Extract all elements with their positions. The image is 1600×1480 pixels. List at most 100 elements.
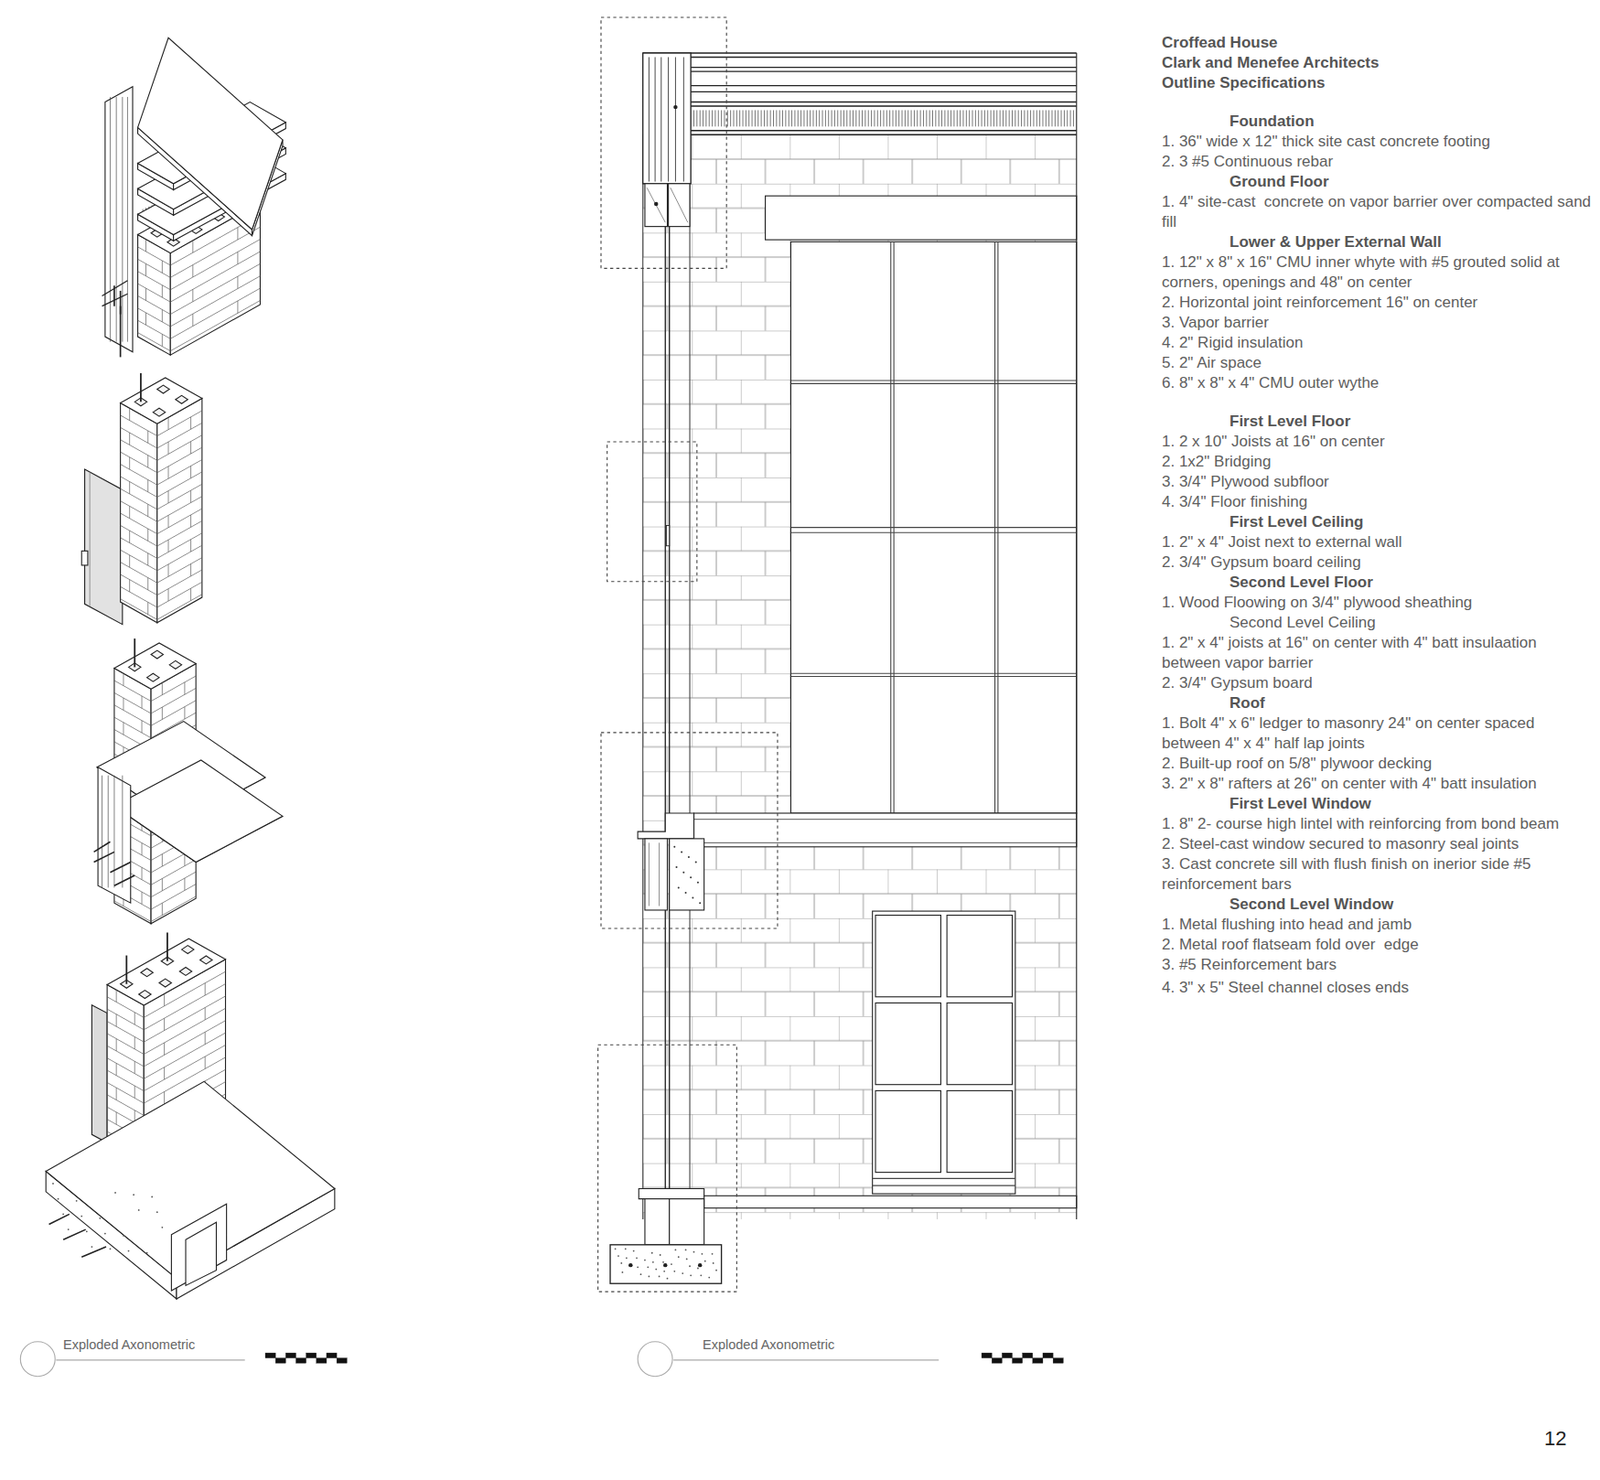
- footing-face: [171, 1203, 226, 1291]
- roof-insulation: [818, 109, 820, 127]
- grout-dots: [685, 891, 688, 894]
- roof-insulation: [932, 109, 934, 127]
- cmu-core: [147, 673, 160, 682]
- concrete-stipple: [677, 1256, 680, 1258]
- spec-heading: First Level Ceiling: [1161, 512, 1594, 533]
- block-joint: [143, 1020, 226, 1067]
- concrete-stipple: [80, 1215, 83, 1218]
- block-joint: [138, 320, 172, 339]
- block-joint: [183, 682, 185, 695]
- parapet-layer: [121, 96, 123, 343]
- block-joint: [161, 682, 163, 695]
- block-joint: [168, 491, 170, 504]
- spec-item: 1. 2" x 4" Joist next to external wall: [1161, 532, 1594, 553]
- block-joint: [170, 239, 260, 290]
- scale-bar: [306, 1353, 317, 1359]
- roof-layer: [643, 91, 1077, 93]
- block-joint: [163, 1092, 165, 1105]
- concrete-stipple: [85, 1230, 88, 1233]
- roof-insulation: [784, 109, 786, 127]
- roof-insulation: [1052, 109, 1053, 127]
- roof-insulation: [846, 109, 848, 127]
- block-joint: [157, 569, 203, 596]
- concrete-stipple: [138, 1209, 140, 1212]
- window-transom: [790, 673, 1076, 675]
- window-lintel: [765, 195, 1077, 240]
- spec-item: 3. 2" x 8" rafters at 26" on center with…: [1161, 773, 1594, 795]
- block-joint: [128, 555, 130, 568]
- block-joint: [161, 333, 163, 346]
- rebar: [697, 1263, 702, 1268]
- caption: Exploded Axonometric: [702, 1337, 835, 1353]
- spec-heading: Lower & Upper External Wall: [1161, 232, 1594, 253]
- ledger: [644, 183, 668, 227]
- concrete-stipple: [715, 1269, 718, 1272]
- block-joint: [157, 460, 203, 486]
- rebar: [658, 842, 660, 906]
- concrete-stipple: [646, 1266, 649, 1268]
- roof-insulation: [855, 109, 857, 127]
- concrete-stipple: [686, 1258, 688, 1261]
- roof-insulation: [834, 109, 836, 127]
- section-marker: [20, 1342, 55, 1377]
- parapet-layer: [109, 96, 111, 343]
- ledger-hatch: [670, 187, 688, 223]
- block-joint: [145, 239, 147, 252]
- joist-line: [101, 775, 103, 889]
- block-joint: [163, 1067, 165, 1080]
- roof-layer: [643, 52, 1077, 54]
- scale-bar: [1052, 1358, 1064, 1364]
- concrete-stipple: [98, 1217, 101, 1220]
- block-joint: [236, 227, 238, 240]
- rebar: [648, 842, 650, 906]
- joist-section: [97, 767, 131, 903]
- roof-insulation: [800, 109, 802, 127]
- block-joint: [190, 417, 192, 430]
- door-pane: [875, 915, 941, 998]
- concrete-stipple: [62, 1213, 65, 1215]
- concrete-stipple: [658, 1276, 661, 1278]
- block-joint: [170, 288, 260, 339]
- concrete-stipple: [681, 1272, 684, 1275]
- concrete-stipple: [636, 1266, 639, 1268]
- roof-insulation: [1063, 109, 1065, 127]
- roof-insulation: [987, 109, 988, 127]
- roof-layer: [643, 56, 1077, 58]
- window-transom: [790, 526, 1076, 528]
- roof-insulation: [944, 109, 945, 127]
- block-joint: [147, 601, 149, 614]
- roof-insulation: [1070, 109, 1072, 127]
- joist-line: [121, 775, 123, 889]
- roof-insulation: [711, 109, 713, 127]
- spec-heading: Ground Floor: [1161, 171, 1594, 193]
- floor-band: [693, 813, 1076, 848]
- window-frame: [89, 472, 91, 606]
- scale-bar: [1032, 1358, 1043, 1364]
- block-joint: [168, 564, 170, 577]
- spec-item: 2. 3/4" Gypsum board: [1161, 673, 1594, 694]
- roof-insulation: [843, 109, 845, 127]
- block-joint: [107, 1009, 144, 1031]
- rebar: [49, 1213, 70, 1225]
- wall-section-line: [668, 226, 670, 1190]
- roof-insulation: [938, 109, 940, 127]
- block-joint: [141, 867, 143, 880]
- concrete-stipple: [648, 1276, 651, 1278]
- concrete-stipple: [708, 1277, 710, 1279]
- block-joint: [204, 1031, 206, 1044]
- concrete-stipple: [701, 1253, 704, 1256]
- spec-item: 2. Built-up roof on 5/8" plywoor decking: [1161, 753, 1594, 774]
- illustration: [20, 17, 1076, 1377]
- bond-beam: [644, 838, 668, 911]
- block-joint: [120, 562, 158, 584]
- wall-tie: [665, 525, 669, 546]
- caption-rule: [55, 1359, 245, 1361]
- concrete-stipple: [675, 1249, 677, 1252]
- block-joint: [141, 696, 143, 709]
- roof-insulation: [929, 109, 931, 127]
- footing-void: [185, 1222, 216, 1286]
- spec-item: 2. 3 #5 Continuous rebar: [1161, 151, 1594, 172]
- roof-insulation: [880, 109, 881, 127]
- roof-insulation: [797, 109, 799, 127]
- roof-insulation: [941, 109, 943, 127]
